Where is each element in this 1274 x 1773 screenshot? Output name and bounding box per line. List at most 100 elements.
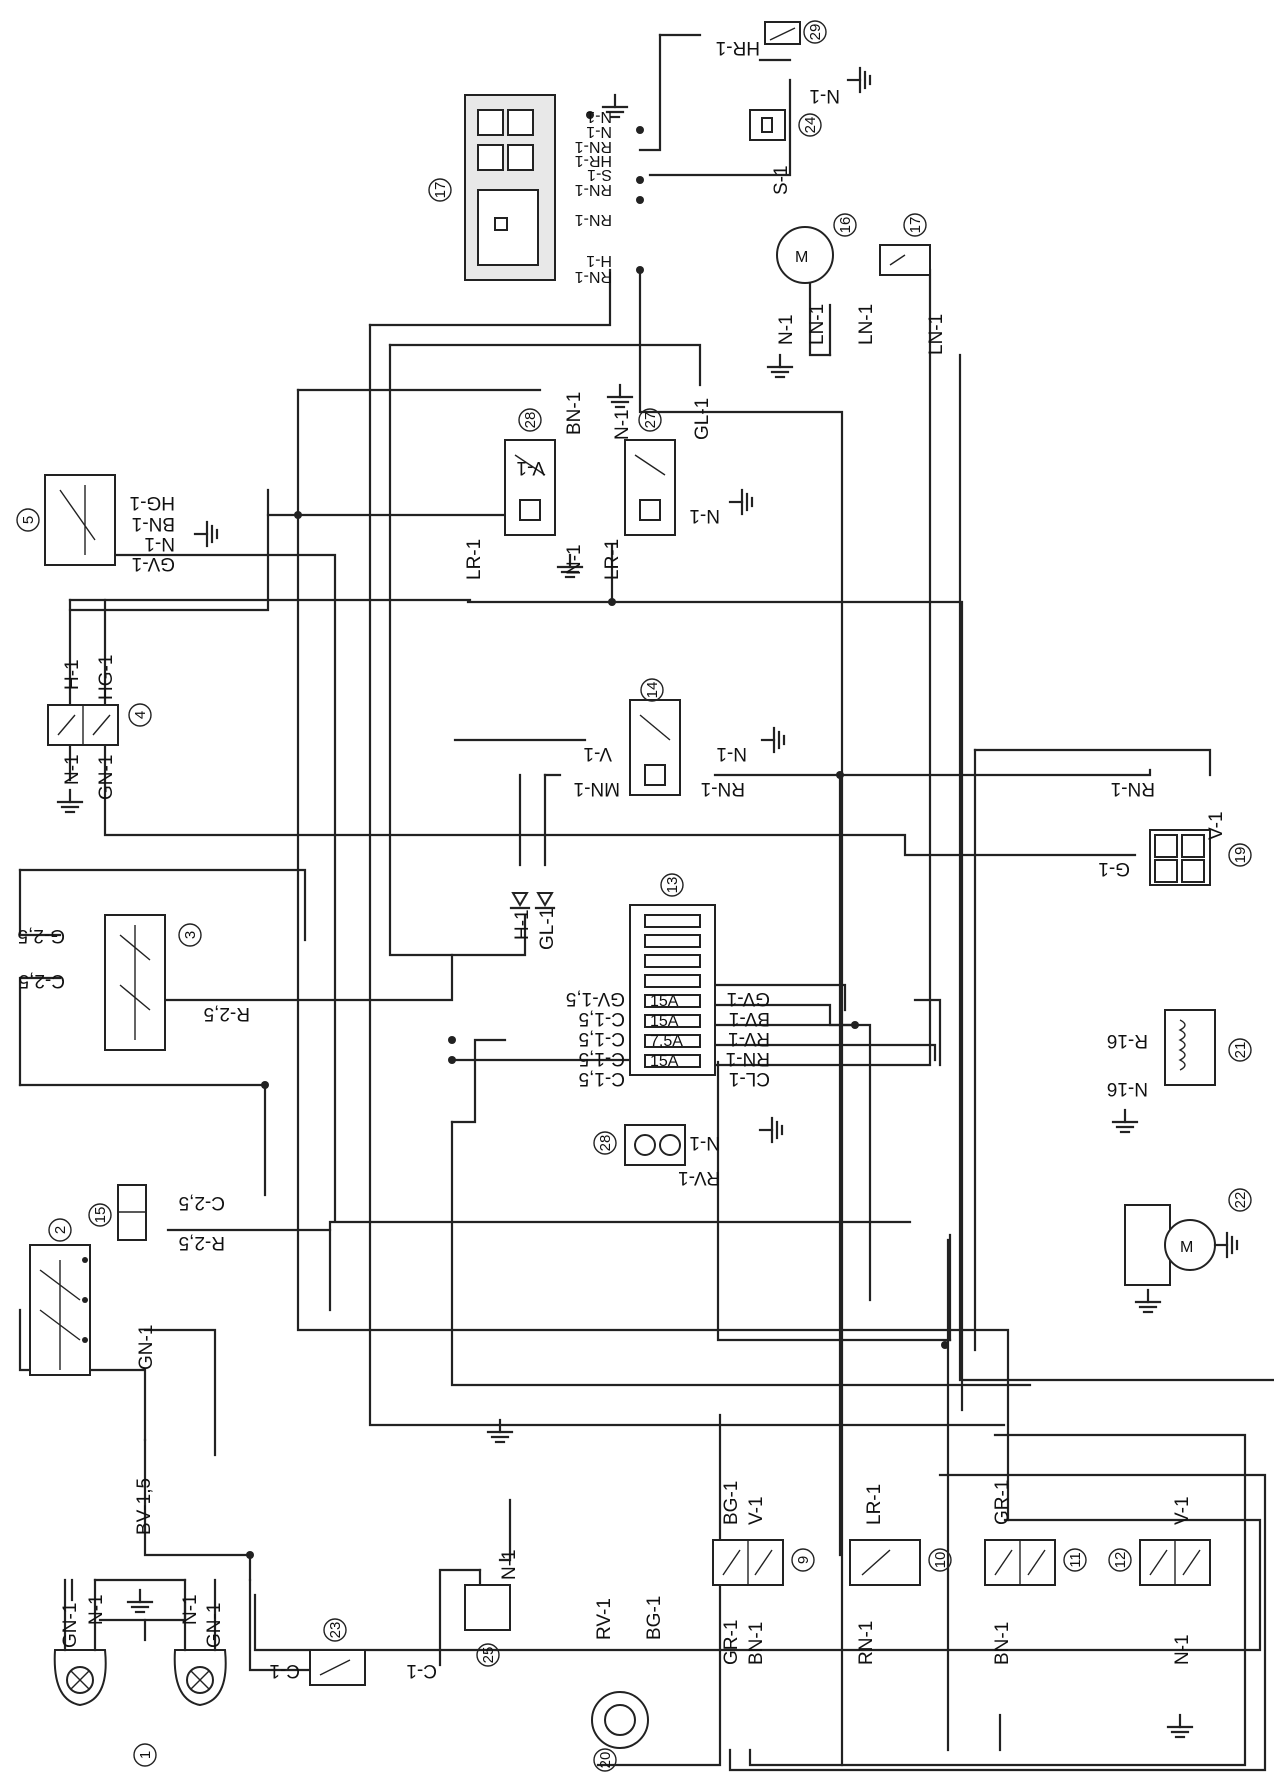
wire-label: GV-1,5 [566,988,625,1009]
callout-12: 12 [1108,1548,1132,1572]
wire-label: LN-1 [807,304,828,345]
wire-label: LN-1 [856,304,877,345]
wire-label: BV-1,5 [134,1478,155,1535]
wire-label: RN-1 [575,181,612,198]
wire-label: G-2,5 [17,925,65,946]
fuse-box: 15A 15A 7,5A 15A [629,904,716,1076]
callout-11: 11 [1063,1548,1087,1572]
svg-text:15: 15 [92,1207,109,1224]
wire-label: BG-1 [721,1481,742,1525]
wire-label: GR-1 [721,1620,742,1665]
wire-label: GN-1 [204,1603,225,1648]
wire-label: LR-1 [464,539,485,580]
callout-15: 15 [88,1203,112,1227]
callout-22: 22 [1228,1188,1252,1212]
callout-14: 14 [640,678,664,702]
svg-text:25: 25 [480,1647,497,1664]
svg-text:28: 28 [522,412,539,429]
wire-label: RV-1 [678,1167,720,1188]
svg-text:12: 12 [1112,1552,1129,1569]
horn [591,1691,649,1749]
wire-label: C-1,5 [579,1008,625,1029]
main-switch [104,914,166,1051]
wire-label: HG-1 [130,492,175,513]
wire-labels: GN-1 N-1 N-1 GN-1 BV-1,5 GN-1 RV-1 BG-1 … [17,37,1227,1681]
switch-4 [47,704,119,746]
wire-label: V-1 [1206,811,1227,840]
relay-14 [629,699,681,796]
svg-text:17: 17 [432,182,449,199]
diode-pair [509,892,556,910]
wire-label: BN-1 [132,513,175,534]
switch-29 [764,21,801,45]
svg-text:28: 28 [597,1135,614,1152]
wire-label: RN-1 [1111,778,1155,799]
svg-text:5: 5 [20,516,37,524]
wire-label: H-1 [512,909,533,940]
callout-27: 27 [638,408,662,432]
fuse-label: 15A [650,1013,679,1030]
wire-label: HG-1 [96,655,117,700]
callout-21: 21 [1228,1038,1252,1062]
component-25 [464,1584,511,1631]
svg-text:11: 11 [1067,1552,1084,1568]
callout-20: 20 [593,1748,617,1772]
wire-label: N-1 [144,533,175,554]
svg-text:14: 14 [644,682,661,699]
wire-label: N-1 [499,1549,520,1580]
wire-label: GL-1 [692,398,713,440]
wire-label: N-1 [180,1594,201,1625]
lamp-left [53,1578,107,1707]
callout-28-lamp: 28 [593,1131,617,1155]
wire-label: R-16 [1107,1030,1148,1051]
wire-label: C-2,5 [19,970,65,991]
handlebar-switch [29,1244,91,1376]
wire-label: N-1 [1172,1634,1193,1665]
callout-17-panel: 17 [428,178,452,202]
wire-label: C-1 [269,1660,300,1681]
svg-text:21: 21 [1232,1042,1249,1059]
callout-4: 4 [128,703,152,727]
wire-label: MN-1 [574,778,620,799]
wire-label: C-2,5 [179,1192,225,1213]
relay-28 [504,439,556,536]
svg-text:24: 24 [802,117,819,134]
wire-label: HR-1 [716,37,760,58]
wire-label: LN-1 [926,314,947,355]
sensor-24 [749,109,786,141]
fan-motor: M [776,226,834,284]
wire-label: N-1 [86,1594,107,1625]
wire-label: GN-1 [60,1603,81,1648]
wire-label: N-1 [586,108,612,125]
svg-text:4: 4 [132,711,149,719]
wire-label: C-1,5 [579,1068,625,1089]
wire-label: GV-1 [727,988,770,1009]
wire-label: BG-1 [644,1596,665,1640]
switch-23 [309,1649,366,1686]
svg-text:20: 20 [597,1752,614,1769]
svg-text:M: M [795,249,808,266]
wire-label: RN-1 [726,1048,770,1069]
wire-label: RV-1 [728,1028,770,1049]
wire-label: N-1 [564,544,585,575]
wire-label: N-1 [716,743,747,764]
svg-text:2: 2 [52,1226,69,1234]
wire-label: LR-1 [864,1484,885,1525]
wire-label: GV-1 [132,553,175,574]
wire-label: RN-1 [856,1621,877,1665]
callouts: 1 2 3 4 5 9 10 11 12 13 14 15 16 17 17 1… [16,20,1252,1772]
svg-text:13: 13 [664,877,681,894]
connector-15 [117,1184,147,1241]
svg-text:29: 29 [807,24,824,41]
ignition-coil [1164,1009,1216,1086]
callout-28-relay: 28 [518,408,542,432]
wire-label: RN-1 [575,211,612,228]
thermo-switch [879,244,931,276]
wire-label: H-1 [62,659,83,690]
wire-label: N-1 [776,314,797,345]
fuse-label: 15A [650,993,679,1010]
wire-label: C-1,5 [579,1048,625,1069]
wire-label: BN-1 [746,1622,767,1665]
svg-text:19: 19 [1232,847,1249,864]
